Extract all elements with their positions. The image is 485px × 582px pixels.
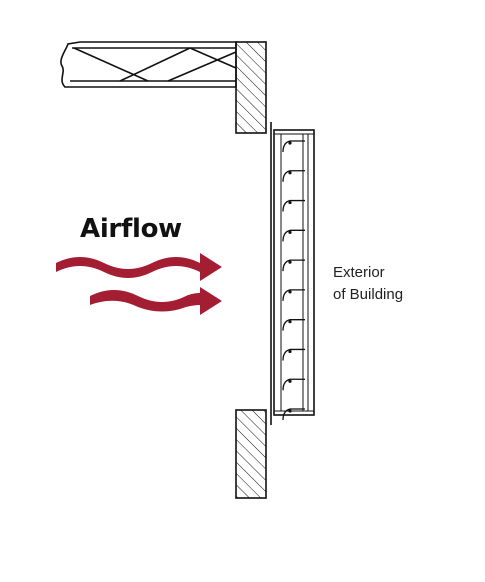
- louver-blade-pivot: [288, 379, 292, 383]
- airflow-arrow-lower: [90, 287, 222, 315]
- louver-blade-pivot: [288, 349, 292, 354]
- louver-blade: [282, 289, 305, 301]
- roof-truss: [60, 41, 237, 88]
- exterior-label-line1: Exterior: [333, 264, 385, 281]
- louver-blade-pivot: [288, 200, 292, 205]
- louver-frame: [270, 122, 315, 425]
- louver-blade: [282, 319, 305, 331]
- louver-blade-pivot: [288, 409, 292, 413]
- louver-blade: [282, 199, 305, 212]
- louver-blade-pivot: [288, 230, 292, 234]
- louver-blade-pivot: [288, 320, 292, 324]
- louver-blade: [282, 259, 305, 272]
- louver-blade-pivot: [288, 171, 292, 175]
- louver-blade: [282, 378, 305, 391]
- louver-blade: [282, 408, 305, 421]
- louver-blade: [282, 229, 305, 242]
- airflow-title: Airflow: [80, 214, 182, 244]
- louver-blade: [282, 170, 305, 182]
- exterior-label-line2: of Building: [333, 286, 404, 303]
- louver-blades: [282, 140, 305, 421]
- airflow-arrow-upper: [56, 253, 222, 281]
- lower-wall: [235, 409, 267, 499]
- louver-blade: [282, 348, 305, 361]
- upper-wall: [235, 41, 267, 134]
- louver-blade-pivot: [288, 290, 292, 294]
- louver-blade: [282, 140, 305, 153]
- airflow-arrows: [56, 253, 222, 315]
- exterior-label: Exterior of Building: [333, 262, 403, 306]
- louver-blade-pivot: [288, 260, 292, 264]
- louver-blade-pivot: [288, 141, 292, 145]
